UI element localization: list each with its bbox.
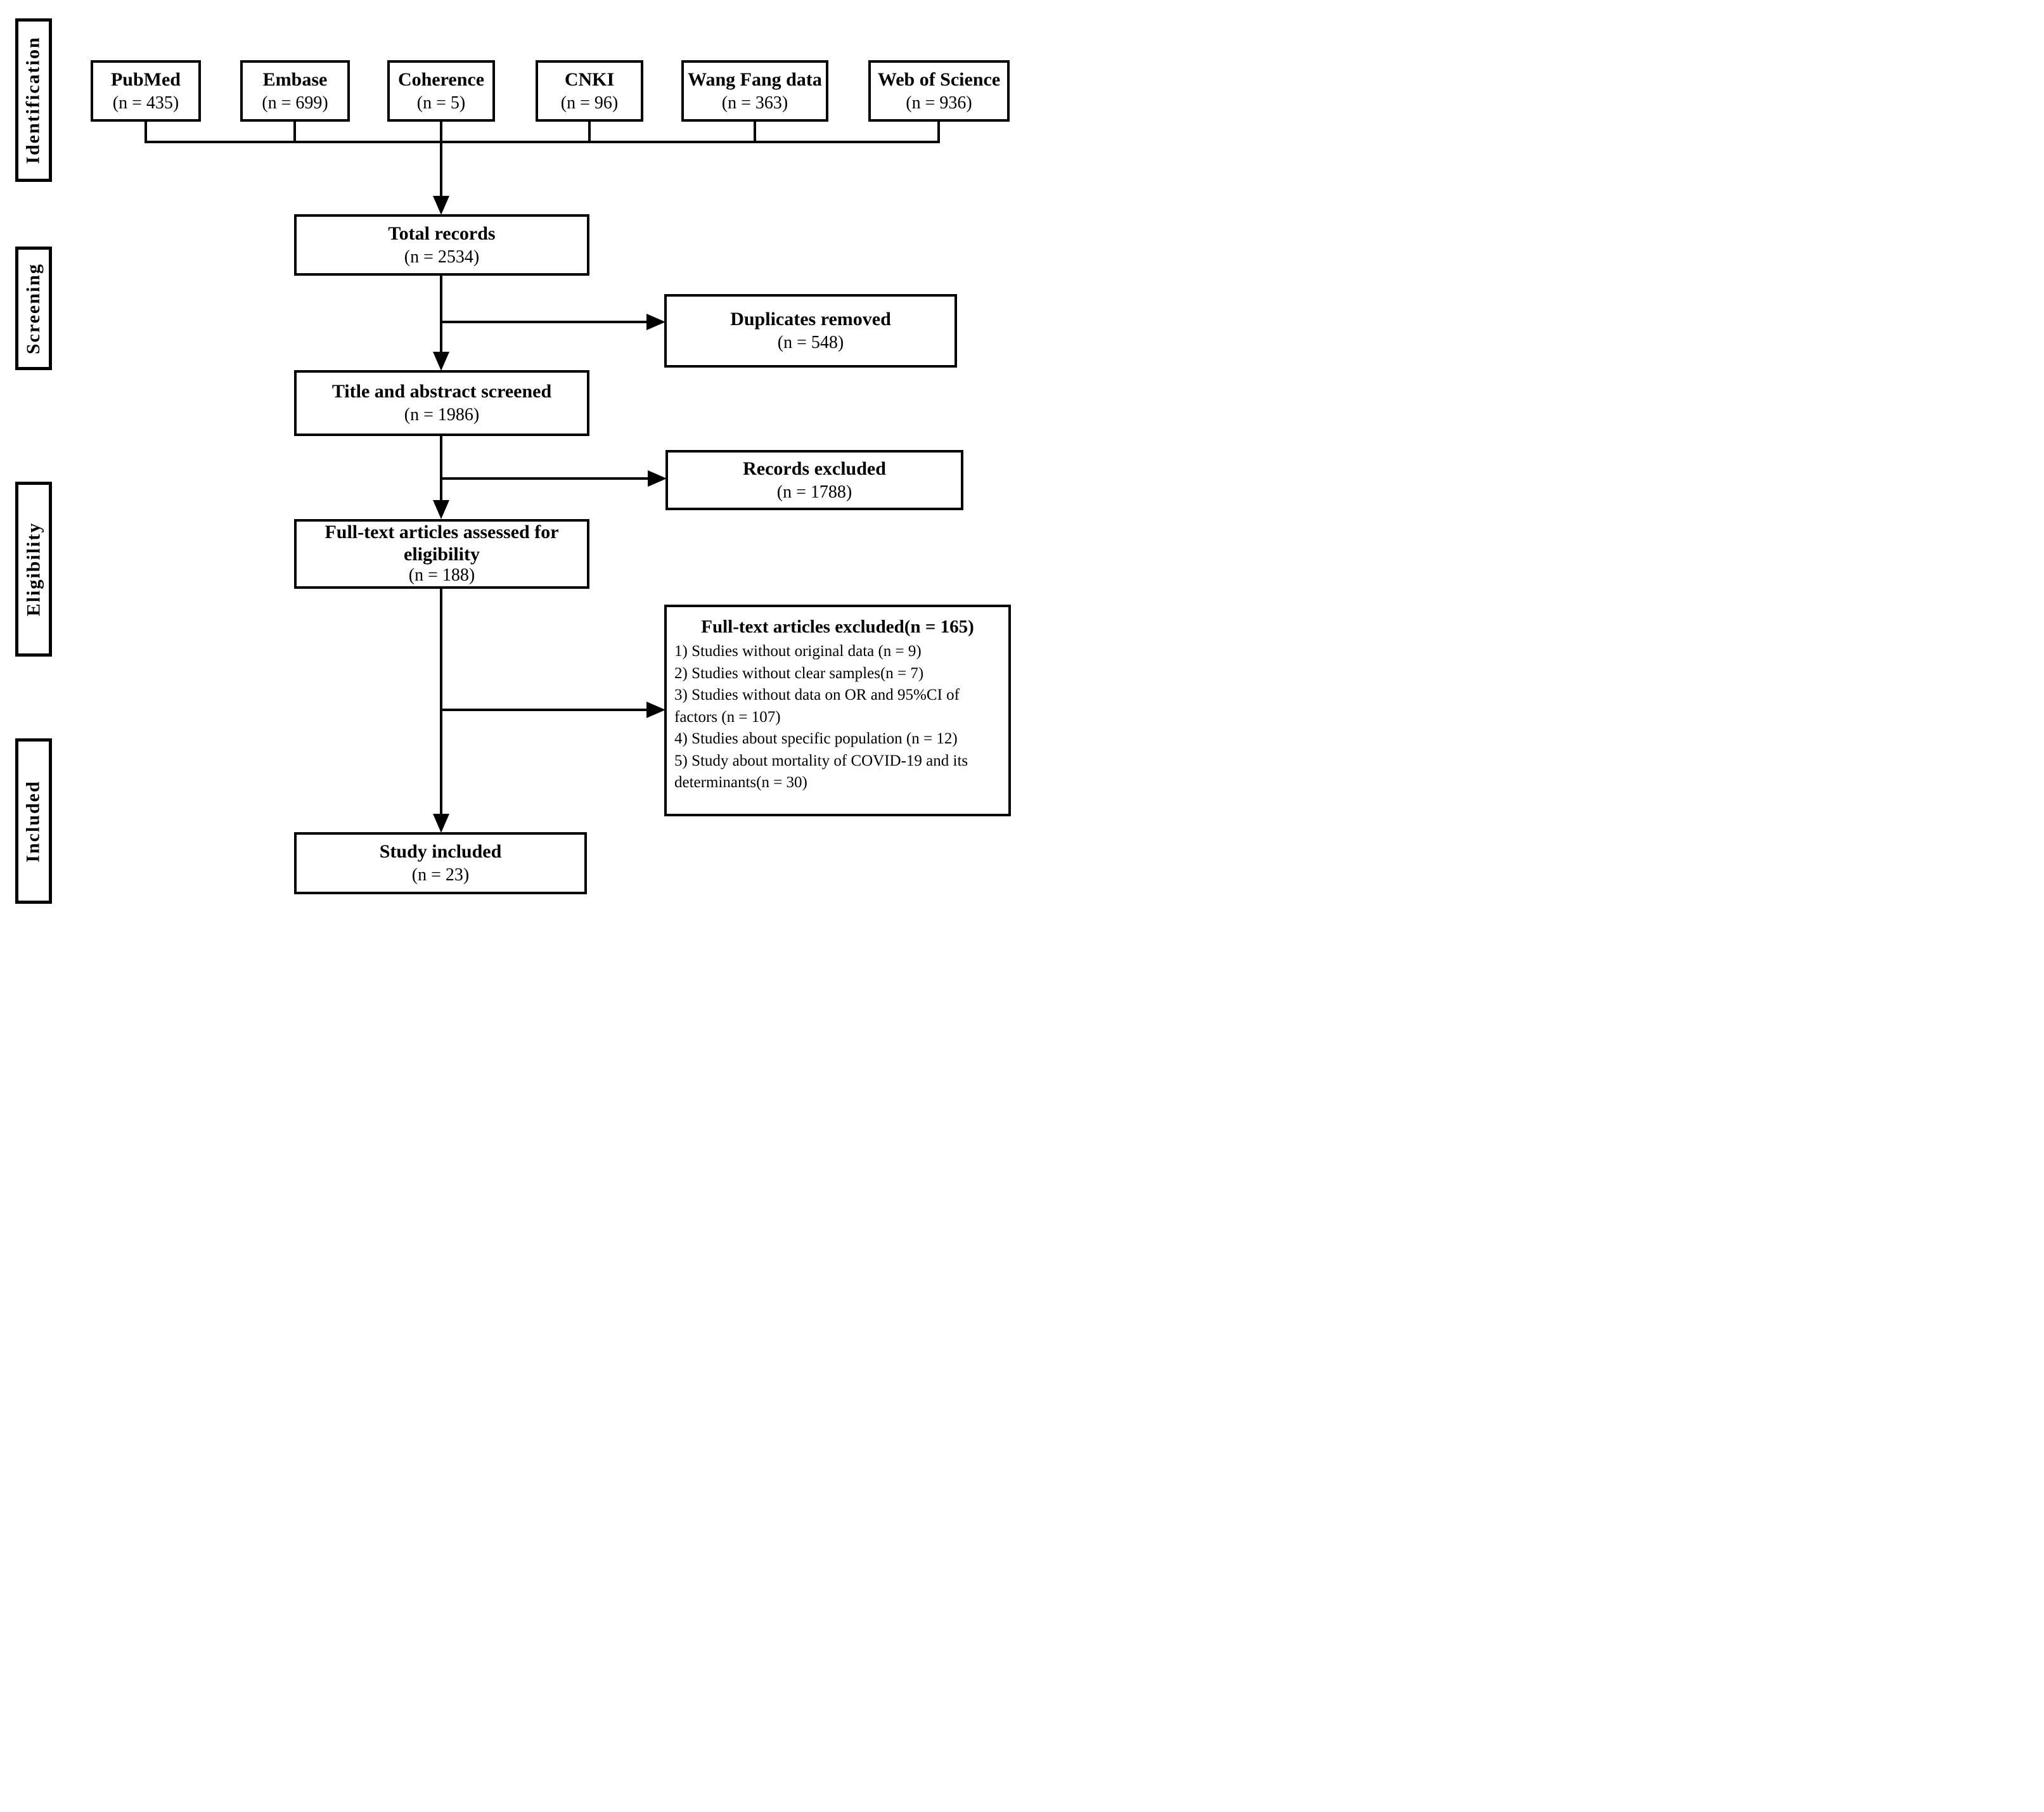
flow-box-count: (n = 548) <box>777 333 844 353</box>
stage-label-identification: Identification <box>23 36 44 164</box>
source-box-wangfang: Wang Fang data (n = 363) <box>681 60 828 122</box>
source-box-pubmed: PubMed (n = 435) <box>91 60 201 122</box>
connector-branch-fulltext-excluded <box>441 709 646 711</box>
flow-box-title: Full-text articles assessed for eligibil… <box>325 522 559 565</box>
connector-stub-coherence <box>440 122 442 142</box>
source-count: (n = 936) <box>906 93 972 113</box>
arrow-down-icon <box>433 196 449 215</box>
flow-box-total-records: Total records (n = 2534) <box>294 214 589 276</box>
arrow-down-icon <box>433 352 449 371</box>
source-count: (n = 699) <box>262 93 328 113</box>
source-count: (n = 363) <box>721 93 788 113</box>
source-name: Embase <box>262 68 328 90</box>
connector-bus <box>145 141 940 143</box>
fulltext-excluded-item: 4) Studies about specific population (n … <box>674 730 958 748</box>
flow-box-title: Study included <box>379 841 502 863</box>
prisma-flow-diagram: Identification Screening Eligibility Inc… <box>0 0 1022 906</box>
connector-total-to-screened <box>440 276 442 352</box>
connector-bus-to-total <box>440 141 442 196</box>
connector-stub-wangfang <box>754 122 756 142</box>
source-name: PubMed <box>110 68 181 90</box>
connector-stub-embase <box>293 122 296 142</box>
connector-fulltext-to-included <box>440 589 442 814</box>
flow-box-title: Records excluded <box>743 458 886 479</box>
flow-box-records-excluded: Records excluded (n = 1788) <box>665 450 963 510</box>
connector-stub-pubmed <box>145 122 147 142</box>
connector-branch-records-excluded <box>441 477 648 480</box>
stage-box-identification: Identification <box>15 18 52 182</box>
arrow-down-icon <box>433 814 449 833</box>
flow-box-title: Total records <box>388 222 496 244</box>
connector-branch-duplicates <box>441 321 646 323</box>
stage-label-eligibility: Eligibility <box>23 522 44 617</box>
stage-box-included: Included <box>15 738 52 904</box>
source-name: Wang Fang data <box>688 68 822 90</box>
flow-box-duplicates-removed: Duplicates removed (n = 548) <box>664 294 957 368</box>
fulltext-excluded-item: 3) Studies without data on OR and 95%CI … <box>674 686 960 726</box>
flow-box-fulltext-excluded: Full-text articles excluded(n = 165) 1) … <box>664 605 1011 816</box>
source-count: (n = 435) <box>112 93 179 113</box>
flow-box-count: (n = 1788) <box>776 482 852 502</box>
connector-screened-to-fulltext <box>440 436 442 500</box>
flow-box-count: (n = 188) <box>408 565 475 586</box>
flow-box-count: (n = 1986) <box>404 405 480 425</box>
flow-box-title: Title and abstract screened <box>331 381 552 402</box>
source-name: Web of Science <box>877 68 1001 90</box>
arrow-right-icon <box>646 702 665 718</box>
connector-stub-cnki <box>588 122 591 142</box>
source-count: (n = 96) <box>560 93 619 113</box>
flow-box-count: (n = 2534) <box>404 247 480 267</box>
arrow-down-icon <box>433 500 449 519</box>
source-count: (n = 5) <box>416 93 466 113</box>
flow-box-study-included: Study included (n = 23) <box>294 832 587 894</box>
source-box-webofscience: Web of Science (n = 936) <box>868 60 1010 122</box>
stage-label-screening: Screening <box>23 262 44 354</box>
flow-box-title: Duplicates removed <box>730 309 891 330</box>
stage-box-screening: Screening <box>15 247 52 370</box>
fulltext-excluded-title: Full-text articles excluded(n = 165) <box>701 617 974 637</box>
fulltext-excluded-item: 5) Study about mortality of COVID-19 and… <box>674 752 968 792</box>
source-box-embase: Embase (n = 699) <box>240 60 350 122</box>
source-box-cnki: CNKI (n = 96) <box>536 60 643 122</box>
stage-box-eligibility: Eligibility <box>15 482 52 657</box>
connector-stub-webofscience <box>937 122 940 142</box>
source-name: Coherence <box>397 68 485 90</box>
arrow-right-icon <box>648 470 667 487</box>
source-name: CNKI <box>564 68 615 90</box>
source-box-coherence: Coherence (n = 5) <box>387 60 495 122</box>
stage-label-included: Included <box>23 780 44 863</box>
flow-box-title-abstract-screened: Title and abstract screened (n = 1986) <box>294 370 589 436</box>
fulltext-excluded-item: 2) Studies without clear samples(n = 7) <box>674 664 924 682</box>
arrow-right-icon <box>646 314 665 330</box>
flow-box-count: (n = 23) <box>411 865 470 885</box>
fulltext-excluded-item: 1) Studies without original data (n = 9) <box>674 643 922 660</box>
flow-box-fulltext-assessed: Full-text articles assessed for eligibil… <box>294 519 589 589</box>
